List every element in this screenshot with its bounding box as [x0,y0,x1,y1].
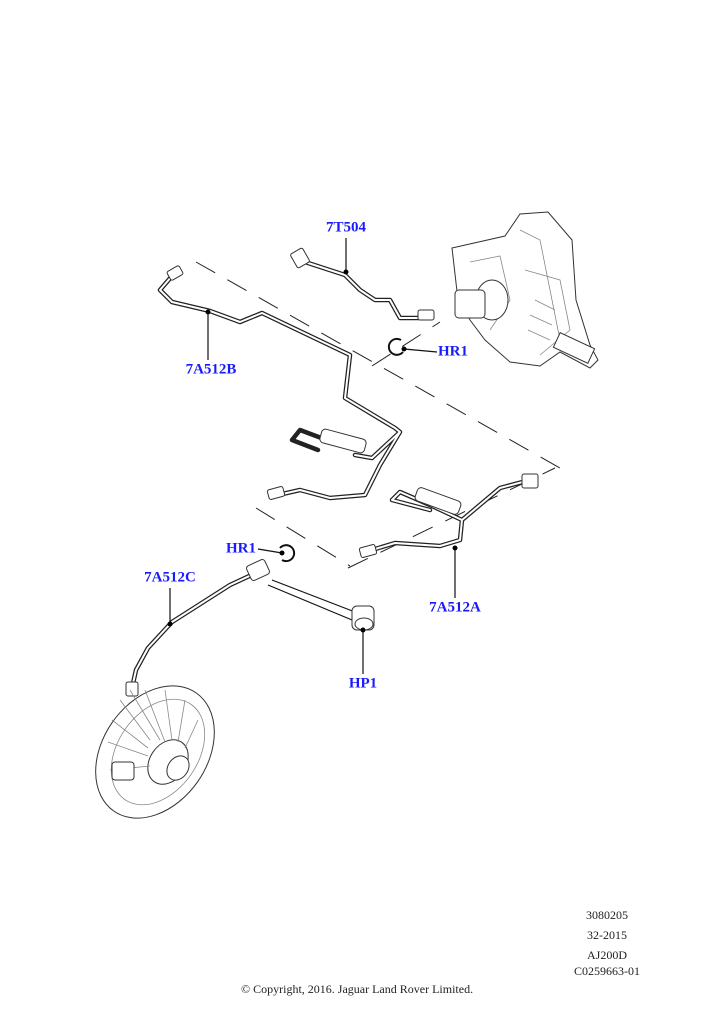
callout-7T504[interactable]: 7T504 [325,219,367,236]
callout-7A512B[interactable]: 7A512B [185,361,237,378]
callout-HR1-upper[interactable]: HR1 [438,343,468,360]
hp1-plug [267,579,375,631]
pipe-7A512A [358,473,539,558]
pipe-7A512C [125,559,270,697]
callout-7A512A[interactable]: 7A512A [429,599,481,616]
leader-lines [167,238,458,674]
illustration-number: 3080205 [586,908,628,922]
callout-HP1[interactable]: HP1 [348,675,378,692]
hr1-clip-upper [387,337,404,356]
copyright-notice: © Copyright, 2016. Jaguar Land Rover Lim… [241,982,474,996]
clutch-assembly [95,685,215,819]
pipe-7A512B [157,265,403,501]
hr1-clip-lower [279,544,296,563]
drawing-code: C0259663-01 [574,964,640,978]
clutch-pedal-assembly [451,211,599,369]
callout-7A512C[interactable]: 7A512C [144,569,196,586]
pipe-7T504 [290,247,435,321]
callout-HR1-lower[interactable]: HR1 [226,540,256,557]
section-code: 32-2015 [587,928,627,942]
engine-code: AJ200D [586,948,627,962]
